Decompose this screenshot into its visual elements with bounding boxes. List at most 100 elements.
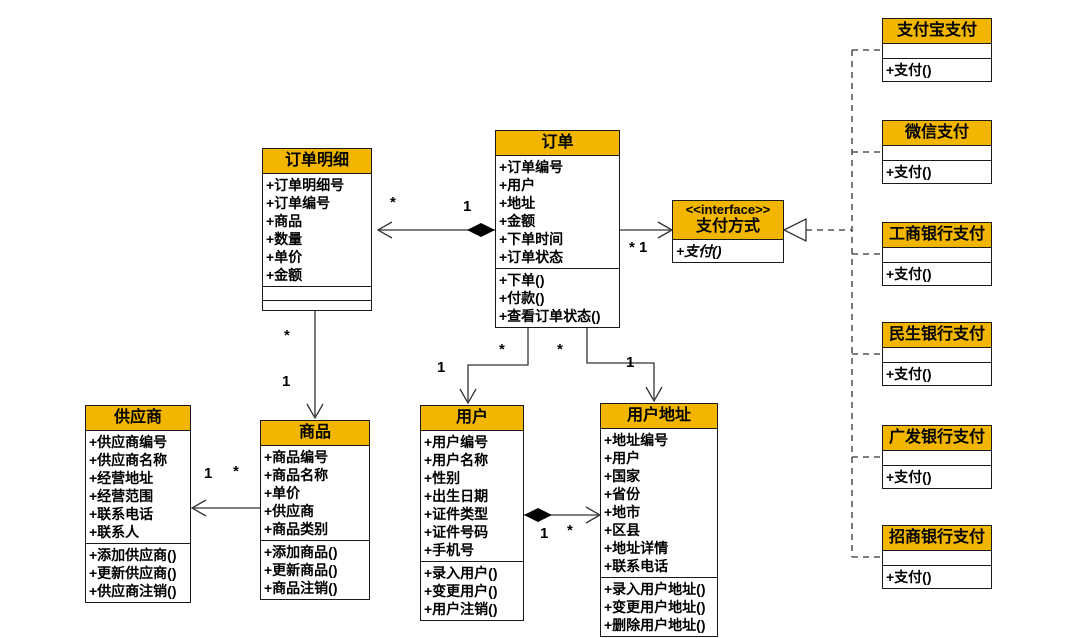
member-row: +商品: [266, 213, 303, 229]
member-row: +地市: [604, 504, 641, 520]
class-order-attributes: +订单编号+用户+地址+金额+下单时间+订单状态: [496, 156, 619, 269]
multiplicity-user-address-one: 1: [540, 525, 549, 542]
class-product-attributes: +商品编号+商品名称+单价+供应商+商品类别: [261, 446, 369, 541]
member-row: +省份: [604, 486, 641, 502]
multiplicity-user-address-star: *: [567, 522, 573, 539]
member-row: +出生日期: [424, 488, 489, 504]
multiplicity-order-user-star: *: [499, 341, 505, 358]
open-arrow-to-product: [306, 403, 324, 420]
composition-diamond-order: [467, 223, 495, 237]
class-wechat-pay: 微信支付 +支付(): [882, 120, 992, 184]
member-row: +联系人: [89, 524, 140, 540]
class-minsheng-pay-attributes-empty: [883, 348, 991, 363]
class-cmb-pay-attributes-empty: [883, 551, 991, 566]
member-row: +支付(): [886, 469, 932, 485]
class-supplier: 供应商 +供应商编号+供应商名称+经营地址+经营范围+联系电话+联系人 +添加供…: [85, 405, 191, 603]
member-row: +支付(): [886, 266, 932, 282]
member-row: +联系电话: [89, 506, 154, 522]
member-row: +经营范围: [89, 488, 154, 504]
member-row: +订单明细号: [266, 177, 345, 193]
class-guangfa-pay-title: 广发银行支付: [883, 426, 991, 451]
member-row: +供应商注销(): [89, 583, 177, 599]
class-cmb-pay: 招商银行支付 +支付(): [882, 525, 992, 589]
member-row: +录入用户(): [424, 565, 498, 581]
member-row: +地址: [499, 195, 536, 211]
class-user-title: 用户: [421, 406, 523, 431]
member-row: +录入用户地址(): [604, 581, 706, 597]
class-minsheng-pay: 民生银行支付 +支付(): [882, 322, 992, 386]
interface-payment-method: <<interface>> 支付方式 +支付(): [672, 200, 784, 263]
class-order-detail-attributes: +订单明细号+订单编号+商品+数量+单价+金额: [263, 174, 371, 287]
multiplicity-order-user-one: 1: [437, 359, 446, 376]
class-user-address-attributes: +地址编号+用户+国家+省份+地市+区县+地址详情+联系电话: [601, 429, 717, 578]
class-icbc-pay: 工商银行支付 +支付(): [882, 222, 992, 286]
member-row: +订单状态: [499, 249, 564, 265]
multiplicity-detail-product-one: 1: [282, 373, 291, 390]
member-row: +支付(): [886, 569, 932, 585]
class-user: 用户 +用户编号+用户名称+性别+出生日期+证件类型+证件号码+手机号 +录入用…: [420, 405, 524, 621]
class-user-address: 用户地址 +地址编号+用户+国家+省份+地市+区县+地址详情+联系电话 +录入用…: [600, 403, 718, 637]
class-supplier-attributes: +供应商编号+供应商名称+经营地址+经营范围+联系电话+联系人: [86, 431, 190, 544]
member-row: +更新供应商(): [89, 565, 177, 581]
member-row: +用户: [604, 450, 641, 466]
member-row: +查看订单状态(): [499, 308, 601, 324]
member-row: +经营地址: [89, 470, 154, 486]
member-row: +变更用户(): [424, 583, 498, 599]
class-product-title: 商品: [261, 421, 369, 446]
member-row: +商品编号: [264, 449, 329, 465]
class-wechat-pay-attributes-empty: [883, 146, 991, 161]
member-row: +供应商名称: [89, 452, 168, 468]
multiplicity-detail-product-star: *: [284, 327, 290, 344]
open-arrow-to-payment: [657, 221, 674, 239]
class-order-detail-extra-compartment: [263, 301, 371, 310]
member-row: +支付(): [886, 366, 932, 382]
open-arrow-to-user-address-2: [585, 506, 602, 524]
class-order-detail-title: 订单明细: [263, 149, 371, 174]
interface-title-text: 支付方式: [695, 218, 760, 235]
member-row: +变更用户地址(): [604, 599, 706, 615]
member-row: +删除用户地址(): [604, 617, 706, 633]
member-row: +用户注销(): [424, 601, 498, 617]
class-minsheng-pay-title: 民生银行支付: [883, 323, 991, 348]
class-product: 商品 +商品编号+商品名称+单价+供应商+商品类别 +添加商品()+更新商品()…: [260, 420, 370, 600]
member-row: +支付(): [886, 164, 932, 180]
member-row: +订单编号: [499, 159, 564, 175]
member-row: +金额: [499, 213, 536, 229]
open-arrow-to-order-detail: [376, 221, 393, 239]
member-row: +性别: [424, 470, 461, 486]
member-row: +更新商品(): [264, 562, 338, 578]
edge-order-useraddress: [586, 326, 655, 399]
class-user-methods: +录入用户() +变更用户() +用户注销(): [421, 562, 523, 620]
edge-order-user: [467, 326, 529, 401]
member-row: +地址详情: [604, 540, 669, 556]
class-order-detail-methods-empty: [263, 287, 371, 301]
class-user-address-methods: +录入用户地址() +变更用户地址() +删除用户地址(): [601, 578, 717, 636]
class-order-methods: +下单()+付款()+查看订单状态(): [496, 269, 619, 327]
class-icbc-pay-title: 工商银行支付: [883, 223, 991, 248]
composition-diamond-user: [524, 508, 552, 522]
class-cmb-pay-title: 招商银行支付: [883, 526, 991, 551]
class-alipay: 支付宝支付 +支付(): [882, 18, 992, 82]
member-row: +支付(): [886, 62, 932, 78]
class-order-detail: 订单明细 +订单明细号+订单编号+商品+数量+单价+金额: [262, 148, 372, 311]
member-row: +用户: [499, 177, 536, 193]
class-minsheng-pay-methods: +支付(): [883, 363, 991, 385]
member-row: +商品名称: [264, 467, 329, 483]
multiplicity-product-supplier-one: 1: [204, 465, 213, 482]
class-supplier-title: 供应商: [86, 406, 190, 431]
multiplicity-detail-order-one: 1: [463, 198, 472, 215]
class-cmb-pay-methods: +支付(): [883, 566, 991, 588]
interface-payment-methods: +支付(): [673, 240, 783, 262]
class-alipay-attributes-empty: [883, 44, 991, 59]
member-row: +联系电话: [604, 558, 669, 574]
member-row: +证件号码: [424, 524, 489, 540]
member-row: +付款(): [499, 290, 545, 306]
class-icbc-pay-methods: +支付(): [883, 263, 991, 285]
member-row: +商品注销(): [264, 580, 338, 596]
class-user-address-title: 用户地址: [601, 404, 717, 429]
member-row: +区县: [604, 522, 641, 538]
open-arrow-to-user-address: [645, 386, 663, 403]
multiplicity-order-address-one: 1: [626, 354, 635, 371]
class-order: 订单 +订单编号+用户+地址+金额+下单时间+订单状态 +下单()+付款()+查…: [495, 130, 620, 328]
